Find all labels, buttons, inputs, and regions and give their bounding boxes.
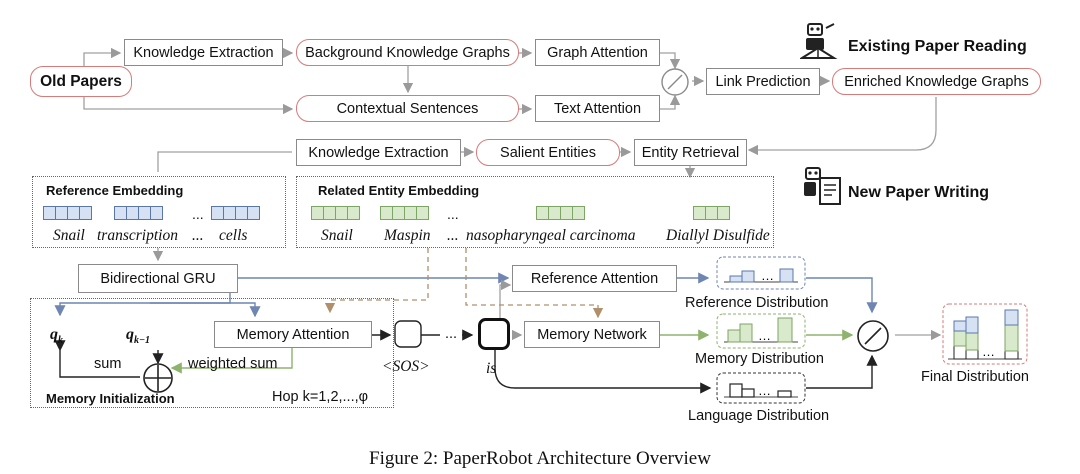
ellipsis-label: ...	[445, 326, 458, 342]
final-distribution-chart: …	[942, 303, 1028, 365]
contextual-sentences-node: Contextual Sentences	[296, 95, 519, 122]
sum-icon	[142, 362, 174, 394]
entity-word: ...	[447, 227, 459, 244]
enriched-knowledge-graphs-node: Enriched Knowledge Graphs	[832, 68, 1041, 95]
ref-word: cells	[219, 227, 248, 244]
memory-network-node: Memory Network	[524, 321, 660, 348]
is-label: is	[486, 360, 497, 377]
reference-distribution-label: Reference Distribution	[685, 295, 829, 311]
knowledge-extraction-top-node: Knowledge Extraction	[124, 39, 283, 66]
gate-icon	[856, 319, 890, 353]
bidirectional-gru-node: Bidirectional GRU	[78, 264, 238, 293]
link-prediction-node: Link Prediction	[706, 68, 820, 95]
entity-word: Snail	[321, 227, 353, 244]
reference-embedding-panel	[32, 176, 286, 248]
embedding-vector	[311, 206, 360, 220]
entity-retrieval-node: Entity Retrieval	[634, 139, 747, 166]
embedding-vector	[114, 206, 163, 220]
svg-text:…: …	[758, 383, 771, 398]
text-attention-node: Text Attention	[535, 95, 660, 122]
embedding-vector	[211, 206, 260, 220]
svg-text:…: …	[758, 328, 771, 343]
ref-word: transcription	[97, 227, 178, 244]
hidden-state-icon	[478, 318, 510, 350]
reference-embedding-title: Reference Embedding	[46, 183, 184, 198]
language-distribution-label: Language Distribution	[688, 408, 830, 424]
sum-label: sum	[94, 356, 122, 372]
related-entity-embedding-panel	[296, 176, 774, 248]
new-paper-writing-header: New Paper Writing	[848, 184, 990, 201]
language-distribution-chart: …	[716, 372, 806, 404]
salient-entities-node: Salient Entities	[476, 139, 620, 166]
hop-label: Hop k=1,2,...,φ	[272, 389, 369, 405]
entity-word: nasopharyngeal carcinoma	[466, 227, 636, 244]
hidden-state-icon	[394, 320, 422, 348]
ellipsis-label: ...	[192, 206, 204, 222]
related-entity-embedding-title: Related Entity Embedding	[318, 183, 480, 198]
old-papers-node: Old Papers	[30, 66, 132, 97]
embedding-vector	[536, 206, 585, 220]
reference-distribution-chart: …	[716, 256, 806, 290]
gate-icon	[660, 67, 690, 97]
sos-label: <SOS>	[382, 358, 430, 375]
memory-attention-node: Memory Attention	[214, 321, 372, 348]
ref-word: ...	[192, 227, 204, 244]
ellipsis-label: ...	[447, 206, 459, 222]
graph-attention-node: Graph Attention	[535, 39, 660, 66]
q-k-minus-1-label: qk−1	[126, 326, 151, 347]
final-distribution-label: Final Distribution	[921, 369, 1029, 385]
svg-text:…: …	[761, 268, 774, 283]
knowledge-extraction-mid-node: Knowledge Extraction	[296, 139, 461, 166]
weighted-sum-label: weighted sum	[188, 356, 278, 372]
figure-caption: Figure 2: PaperRobot Architecture Overvi…	[369, 448, 711, 469]
q-k-label: qk	[50, 326, 63, 347]
memory-initialization-panel	[30, 298, 394, 408]
existing-paper-reading-header: Existing Paper Reading	[848, 38, 1027, 55]
memory-distribution-chart: …	[716, 313, 806, 349]
entity-word: Diallyl Disulfide	[666, 227, 770, 244]
robot-reading-icon	[798, 22, 840, 60]
embedding-vector	[43, 206, 92, 220]
background-knowledge-graphs-node: Background Knowledge Graphs	[296, 39, 519, 66]
memory-initialization-title: Memory Initialization	[46, 391, 175, 406]
svg-text:…: …	[982, 344, 995, 359]
embedding-vector	[693, 206, 730, 220]
embedding-vector	[380, 206, 429, 220]
entity-word: Maspin	[384, 227, 431, 244]
robot-writing-icon	[802, 166, 842, 206]
ref-word: Snail	[53, 227, 85, 244]
memory-distribution-label: Memory Distribution	[695, 351, 824, 367]
reference-attention-node: Reference Attention	[512, 265, 677, 292]
